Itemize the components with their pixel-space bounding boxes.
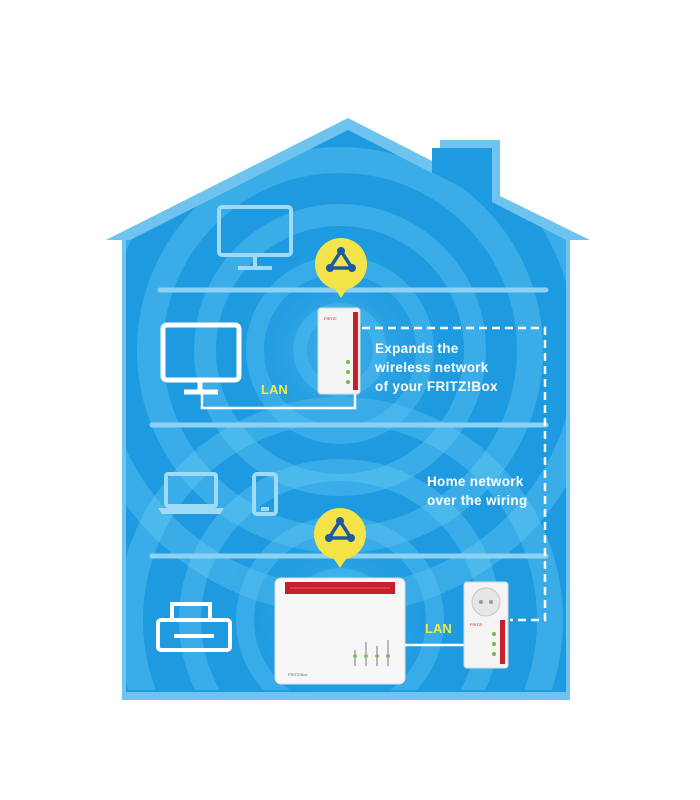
laptop-icon [158, 472, 224, 514]
router-brand: FRITZ!Box [288, 672, 307, 677]
wifi-mesh-badge-icon [314, 508, 366, 568]
lan-label-lower: LAN [425, 621, 452, 636]
printer-icon [156, 602, 232, 652]
home-network-caption: Home network over the wiring [427, 474, 528, 508]
repeater-brand: FRITZ! [324, 316, 336, 321]
caption-expands-line1: Expands the [375, 341, 459, 356]
repeater-icon: FRITZ! [317, 307, 361, 395]
lan-label-upper: LAN [261, 382, 288, 397]
caption-expands-line3: of your FRITZ!Box [375, 379, 498, 394]
monitor-icon [217, 205, 293, 270]
lan-cable-upper [200, 390, 357, 410]
smartphone-icon [252, 472, 278, 516]
caption-expands-line2: wireless network [374, 360, 489, 375]
caption-home-line2: over the wiring [427, 493, 528, 508]
powerline-dashed-connection [362, 326, 547, 622]
powerline-adapter-icon: FRITZ! [463, 581, 509, 669]
caption-home-line1: Home network [427, 474, 524, 489]
expands-network-caption: Expands the wireless network of your FRI… [374, 341, 498, 394]
powerline-brand: FRITZ! [470, 622, 482, 627]
router-icon: FRITZ!Box [274, 577, 406, 685]
wifi-mesh-badge-icon [315, 238, 367, 298]
